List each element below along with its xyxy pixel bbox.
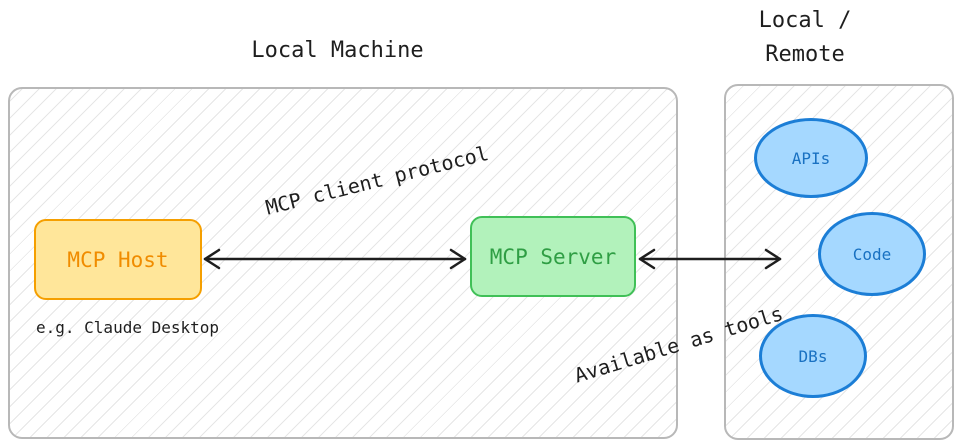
remote-region-title-line2: Remote: [765, 42, 845, 67]
local-machine-title: Local Machine: [251, 38, 424, 63]
mcp-server-label: MCP Server: [489, 244, 617, 269]
host-server-arrow: [203, 248, 467, 270]
code-node: Code: [818, 212, 926, 296]
mcp-server-node: MCP Server: [470, 216, 636, 297]
mcp-host-caption: e.g. Claude Desktop: [36, 318, 220, 337]
dbs-node: DBs: [759, 314, 867, 398]
apis-node: APIs: [754, 118, 868, 198]
server-resources-arrow: [638, 248, 782, 270]
remote-region-title-line1: Local /: [758, 8, 852, 33]
code-label: Code: [852, 244, 892, 264]
mcp-host-node: MCP Host: [34, 219, 202, 300]
apis-label: APIs: [791, 148, 831, 168]
mcp-host-label: MCP Host: [67, 247, 169, 272]
dbs-label: DBs: [798, 346, 828, 366]
